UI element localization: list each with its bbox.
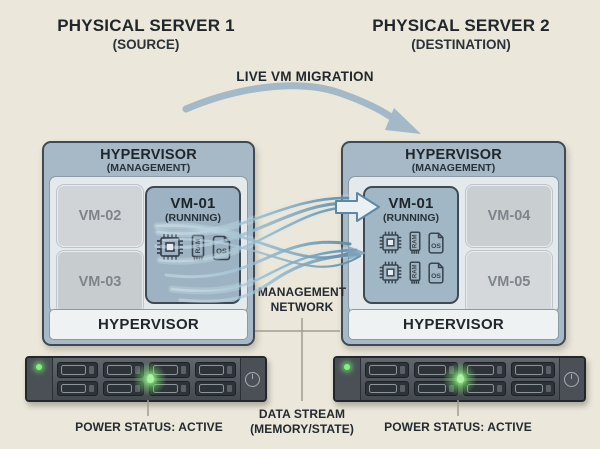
right-server-subtitle: (DESTINATION) — [411, 37, 511, 52]
data-stream-line1: DATA STREAM — [258, 407, 346, 421]
vm-02-box: VM-02 — [57, 185, 143, 247]
vm-03-label: VM-03 — [78, 274, 122, 290]
os-icon: OS — [212, 235, 230, 261]
right-vm-panel: VM-01 (RUNNING) — [348, 176, 559, 313]
right-vm-01-icons-row2: RAM OS — [365, 260, 457, 285]
right-rack-endcap-right — [559, 358, 584, 400]
drive-bay — [195, 380, 236, 396]
right-hypervisor-header-line1: HYPERVISOR — [405, 147, 502, 163]
left-vm-01-label: VM-01 — [170, 195, 216, 212]
left-hypervisor-header-line1: HYPERVISOR — [100, 147, 197, 163]
left-vm-01-icons: RAM OS — [147, 232, 239, 262]
os-icon: OS — [427, 232, 444, 254]
right-hypervisor-footer-label: HYPERVISOR — [402, 316, 505, 333]
ram-icon-label: RAM — [412, 234, 418, 248]
left-vm-01-status: (RUNNING) — [165, 212, 221, 224]
left-power-status: POWER STATUS: ACTIVE — [75, 420, 223, 434]
os-icon-label: OS — [431, 243, 441, 250]
data-stream-line2: (MEMORY/STATE) — [250, 421, 354, 436]
power-led — [344, 364, 350, 370]
power-button-icon — [564, 372, 579, 387]
left-server-title-block: PHYSICAL SERVER 1 (SOURCE) — [16, 16, 276, 52]
management-network-label: MANAGEMENT NETWORK — [232, 285, 372, 314]
cpu-icon — [379, 231, 401, 254]
status-glow-icon — [443, 362, 477, 396]
management-network-line2: NETWORK — [270, 299, 334, 314]
os-icon-label: OS — [431, 273, 441, 280]
right-rack-server — [333, 356, 586, 402]
power-led — [36, 364, 42, 370]
left-rack-server — [25, 356, 267, 402]
vm-04-box: VM-04 — [466, 185, 552, 247]
right-hypervisor-footer: HYPERVISOR — [348, 309, 559, 340]
right-vm-01-label: VM-01 — [388, 195, 434, 212]
left-vm-panel: VM-02 VM-03 VM-01 (RUNNING) — [49, 176, 248, 313]
drive-bay — [57, 362, 98, 378]
drive-bay — [57, 380, 98, 396]
right-vm-01-box: VM-01 (RUNNING) — [363, 186, 459, 304]
left-vm-01-box: VM-01 (RUNNING) — [145, 186, 241, 304]
management-network-line1: MANAGEMENT — [257, 285, 347, 299]
left-server-subtitle: (SOURCE) — [112, 37, 180, 52]
ram-icon: RAM — [409, 231, 420, 254]
right-rack-bays — [360, 358, 560, 400]
drive-bay — [511, 380, 555, 396]
left-hypervisor-header-line2: (MANAGEMENT) — [106, 162, 191, 174]
drive-bay — [365, 362, 409, 378]
cpu-icon — [156, 234, 183, 260]
right-server-card: HYPERVISOR (MANAGEMENT) VM-01 (RUNNING) — [341, 141, 566, 346]
vm-04-label: VM-04 — [487, 208, 531, 224]
right-vm-01-status: (RUNNING) — [383, 212, 439, 224]
drive-bay — [511, 362, 555, 378]
right-hypervisor-header: HYPERVISOR (MANAGEMENT) — [343, 147, 564, 174]
power-button-icon — [245, 372, 260, 387]
ram-icon-label: RAM — [412, 264, 418, 278]
vm-02-label: VM-02 — [78, 208, 122, 224]
right-hypervisor-header-line2: (MANAGEMENT) — [411, 162, 496, 174]
status-glow-icon — [133, 362, 167, 396]
vm-03-box: VM-03 — [57, 251, 143, 313]
left-hypervisor-header: HYPERVISOR (MANAGEMENT) — [44, 147, 253, 174]
ram-icon: RAM — [409, 261, 420, 284]
cpu-icon — [379, 261, 401, 284]
right-server-title-block: PHYSICAL SERVER 2 (DESTINATION) — [331, 16, 591, 52]
right-server-title: PHYSICAL SERVER 2 — [372, 16, 550, 35]
left-server-card: HYPERVISOR (MANAGEMENT) VM-02 VM-03 VM-0… — [42, 141, 255, 346]
left-rack-endcap — [27, 358, 53, 400]
os-icon: OS — [427, 262, 444, 284]
os-icon-label: OS — [216, 247, 227, 256]
right-vm-01-icons-row1: RAM OS — [365, 230, 457, 255]
vm-05-box: VM-05 — [466, 251, 552, 313]
right-rack-endcap — [335, 358, 361, 400]
ram-icon: RAM — [191, 234, 204, 261]
left-hypervisor-footer-label: HYPERVISOR — [97, 316, 200, 333]
left-server-title: PHYSICAL SERVER 1 — [57, 16, 235, 35]
drive-bay — [365, 380, 409, 396]
right-power-status: POWER STATUS: ACTIVE — [384, 420, 532, 434]
left-rack-endcap-right — [240, 358, 265, 400]
data-stream-label: DATA STREAM (MEMORY/STATE) — [222, 407, 382, 436]
drive-bay — [195, 362, 236, 378]
left-hypervisor-footer: HYPERVISOR — [49, 309, 248, 340]
ram-icon-label: RAM — [194, 239, 201, 254]
migration-label: LIVE VM MIGRATION — [236, 69, 374, 84]
vm-05-label: VM-05 — [487, 274, 531, 290]
migration-arrow — [182, 82, 421, 134]
